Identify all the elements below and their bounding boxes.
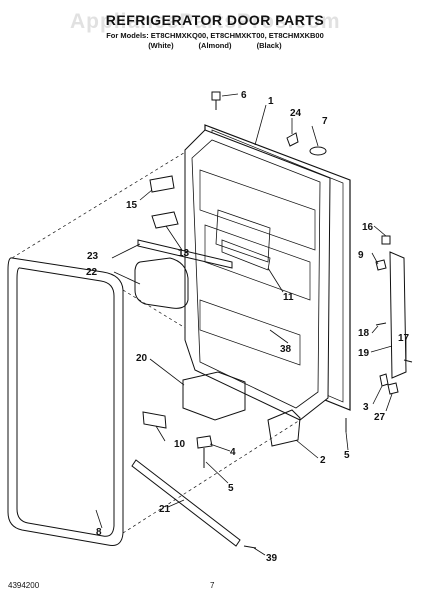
screw-17	[403, 359, 413, 363]
screw-part-6	[211, 91, 221, 101]
callout-15: 15	[126, 200, 138, 211]
inner-door-liner	[184, 129, 331, 421]
callout-24: 24	[290, 108, 302, 119]
callout-23: 23	[87, 251, 99, 262]
hinge-pin-24	[286, 132, 299, 147]
screw-18	[375, 322, 387, 326]
screw-39	[243, 545, 257, 549]
color-almond: (Almond)	[198, 41, 232, 50]
callout-13: 13	[178, 248, 190, 259]
callout-19: 19	[358, 348, 370, 359]
trim-bar-23	[137, 239, 233, 269]
callout-11: 11	[283, 292, 294, 303]
dairy-door-13	[151, 211, 179, 229]
callout-7: 7	[322, 116, 328, 127]
end-cap-2	[267, 409, 301, 447]
callout-16: 16	[362, 222, 374, 233]
callout-4: 4	[230, 447, 236, 458]
page-title: REFRIGERATOR DOOR PARTS	[105, 12, 325, 28]
hinge-9	[375, 259, 387, 271]
callout-10: 10	[174, 439, 186, 450]
door-gasket	[7, 257, 124, 546]
callout-38: 38	[280, 344, 292, 355]
dairy-bin-22	[134, 257, 189, 309]
cap-16	[381, 235, 391, 245]
handle-19	[389, 251, 407, 379]
callout-5b: 5	[344, 450, 350, 461]
hinge-cap-7	[309, 146, 327, 156]
callout-1: 1	[268, 96, 274, 107]
door-bin-20	[182, 371, 246, 421]
callout-27: 27	[374, 412, 386, 423]
color-white: (White)	[148, 41, 174, 50]
clip-27	[387, 382, 399, 395]
callout-39: 39	[266, 553, 278, 564]
color-list: (White) (Almond) (Black)	[0, 41, 430, 50]
callout-18: 18	[358, 328, 370, 339]
hinge-4	[196, 435, 213, 449]
watermark-text: AppliancePartsPros.com	[70, 10, 341, 33]
clip-3	[379, 373, 389, 387]
callout-6: 6	[241, 90, 247, 101]
cover-part-15	[149, 175, 175, 193]
callout-17: 17	[398, 333, 410, 344]
spacer-10	[142, 411, 167, 429]
color-black: (Black)	[256, 41, 282, 50]
callout-3: 3	[363, 402, 369, 413]
callout-21: 21	[159, 504, 171, 515]
callout-22: 22	[86, 267, 98, 278]
model-list: For Models: ET8CHMXKQ00, ET8CHMXKT00, ET…	[106, 31, 324, 40]
callout-9: 9	[358, 250, 364, 261]
kickplate-21	[131, 459, 241, 547]
callout-8: 8	[96, 527, 102, 538]
callout-labels: 1 6 24 7 15 13 23 22 11 38 20 10 4 5 2 5…	[86, 90, 410, 564]
page-number: 7	[210, 581, 215, 590]
document-number: 4394200	[8, 581, 40, 590]
callout-20: 20	[136, 353, 148, 364]
leader-lines	[95, 93, 407, 556]
callout-5a: 5	[228, 483, 234, 494]
callout-2: 2	[320, 455, 326, 466]
